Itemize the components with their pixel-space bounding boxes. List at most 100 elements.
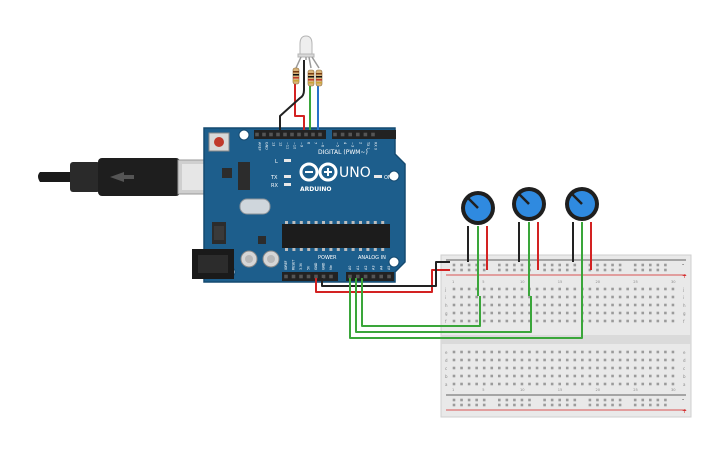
breadboard-hole[interactable] bbox=[482, 358, 486, 362]
breadboard-hole[interactable] bbox=[596, 382, 599, 386]
breadboard-hole[interactable] bbox=[543, 268, 546, 272]
breadboard-hole[interactable] bbox=[611, 311, 614, 315]
breadboard-hole[interactable] bbox=[543, 319, 546, 323]
breadboard-hole[interactable] bbox=[490, 366, 494, 370]
digital-pin-hole[interactable] bbox=[318, 132, 322, 137]
breadboard-hole[interactable] bbox=[611, 358, 614, 362]
breadboard-hole[interactable] bbox=[543, 350, 546, 354]
breadboard-hole[interactable] bbox=[633, 303, 637, 307]
digital-pin-hole[interactable] bbox=[348, 132, 352, 137]
breadboard-hole[interactable] bbox=[543, 366, 546, 370]
breadboard-hole[interactable] bbox=[460, 303, 463, 307]
breadboard-hole[interactable] bbox=[467, 287, 471, 291]
breadboard-hole[interactable] bbox=[505, 382, 509, 386]
breadboard-hole[interactable] bbox=[467, 398, 471, 402]
power-pin-hole[interactable] bbox=[306, 274, 311, 279]
breadboard-hole[interactable] bbox=[452, 311, 456, 315]
breadboard-hole[interactable] bbox=[565, 295, 569, 299]
breadboard-hole[interactable] bbox=[535, 319, 539, 323]
breadboard-hole[interactable] bbox=[528, 382, 531, 386]
breadboard-hole[interactable] bbox=[649, 268, 652, 272]
breadboard-hole[interactable] bbox=[482, 303, 486, 307]
breadboard-hole[interactable] bbox=[671, 319, 675, 323]
breadboard-hole[interactable] bbox=[475, 319, 478, 323]
breadboard-hole[interactable] bbox=[633, 287, 637, 291]
breadboard-hole[interactable] bbox=[550, 350, 554, 354]
breadboard-hole[interactable] bbox=[565, 403, 569, 407]
breadboard-hole[interactable] bbox=[565, 303, 569, 307]
breadboard-hole[interactable] bbox=[641, 287, 645, 291]
breadboard-hole[interactable] bbox=[520, 303, 524, 307]
breadboard-hole[interactable] bbox=[649, 303, 652, 307]
breadboard-hole[interactable] bbox=[505, 398, 509, 402]
breadboard-hole[interactable] bbox=[626, 319, 629, 323]
breadboard-hole[interactable] bbox=[550, 311, 554, 315]
breadboard-hole[interactable] bbox=[573, 311, 577, 315]
breadboard-hole[interactable] bbox=[513, 382, 516, 386]
breadboard-hole[interactable] bbox=[565, 319, 569, 323]
breadboard-hole[interactable] bbox=[588, 358, 592, 362]
breadboard-hole[interactable] bbox=[535, 287, 539, 291]
breadboard-hole[interactable] bbox=[626, 358, 629, 362]
breadboard-hole[interactable] bbox=[505, 366, 509, 370]
breadboard-hole[interactable] bbox=[482, 374, 486, 378]
breadboard-hole[interactable] bbox=[565, 366, 569, 370]
breadboard-hole[interactable] bbox=[656, 358, 660, 362]
breadboard-hole[interactable] bbox=[603, 374, 607, 378]
breadboard-hole[interactable] bbox=[467, 311, 471, 315]
breadboard-hole[interactable] bbox=[475, 311, 478, 315]
breadboard-hole[interactable] bbox=[603, 263, 607, 267]
breadboard-hole[interactable] bbox=[603, 403, 607, 407]
breadboard-hole[interactable] bbox=[611, 398, 614, 402]
breadboard-hole[interactable] bbox=[626, 382, 629, 386]
breadboard-hole[interactable] bbox=[475, 366, 478, 370]
breadboard-hole[interactable] bbox=[543, 295, 546, 299]
breadboard-hole[interactable] bbox=[460, 319, 463, 323]
breadboard-hole[interactable] bbox=[452, 366, 456, 370]
breadboard-hole[interactable] bbox=[528, 366, 531, 370]
digital-pin-hole[interactable] bbox=[297, 132, 301, 137]
potentiometer-icon[interactable] bbox=[461, 191, 495, 225]
breadboard-hole[interactable] bbox=[460, 403, 463, 407]
breadboard-hole[interactable] bbox=[641, 263, 645, 267]
breadboard-hole[interactable] bbox=[664, 403, 667, 407]
breadboard-hole[interactable] bbox=[490, 311, 494, 315]
breadboard-hole[interactable] bbox=[550, 268, 554, 272]
breadboard-hole[interactable] bbox=[603, 319, 607, 323]
breadboard-hole[interactable] bbox=[558, 366, 561, 370]
breadboard-hole[interactable] bbox=[482, 398, 486, 402]
breadboard-hole[interactable] bbox=[633, 403, 637, 407]
breadboard-hole[interactable] bbox=[633, 366, 637, 370]
breadboard-hole[interactable] bbox=[618, 268, 622, 272]
breadboard-hole[interactable] bbox=[588, 303, 592, 307]
breadboard-hole[interactable] bbox=[467, 295, 471, 299]
breadboard-hole[interactable] bbox=[498, 303, 501, 307]
breadboard-hole[interactable] bbox=[573, 303, 577, 307]
breadboard-hole[interactable] bbox=[460, 287, 463, 291]
breadboard-hole[interactable] bbox=[505, 263, 509, 267]
breadboard-hole[interactable] bbox=[671, 311, 675, 315]
breadboard-hole[interactable] bbox=[558, 358, 561, 362]
breadboard-hole[interactable] bbox=[664, 295, 667, 299]
breadboard-hole[interactable] bbox=[452, 319, 456, 323]
breadboard-hole[interactable] bbox=[452, 263, 456, 267]
reset-button[interactable] bbox=[208, 132, 230, 152]
breadboard-hole[interactable] bbox=[649, 366, 652, 370]
breadboard-hole[interactable] bbox=[573, 287, 577, 291]
breadboard-hole[interactable] bbox=[543, 398, 546, 402]
power-pin-hole[interactable] bbox=[291, 274, 296, 279]
breadboard-hole[interactable] bbox=[467, 319, 471, 323]
potentiometer-icon[interactable] bbox=[512, 187, 546, 221]
breadboard-hole[interactable] bbox=[656, 382, 660, 386]
breadboard-hole[interactable] bbox=[649, 319, 652, 323]
breadboard-hole[interactable] bbox=[460, 358, 463, 362]
breadboard-hole[interactable] bbox=[535, 374, 539, 378]
breadboard-hole[interactable] bbox=[490, 358, 494, 362]
breadboard-hole[interactable] bbox=[626, 311, 629, 315]
breadboard-hole[interactable] bbox=[618, 311, 622, 315]
breadboard-hole[interactable] bbox=[482, 366, 486, 370]
breadboard-hole[interactable] bbox=[535, 366, 539, 370]
breadboard-hole[interactable] bbox=[558, 319, 561, 323]
breadboard-hole[interactable] bbox=[558, 374, 561, 378]
breadboard-hole[interactable] bbox=[452, 382, 456, 386]
